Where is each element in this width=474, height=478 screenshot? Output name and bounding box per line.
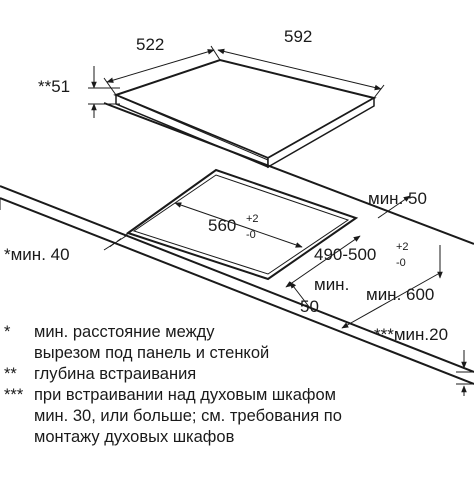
footnote-2: ** глубина встраивания [4,364,470,385]
footnotes: * мин. расстояние между вырезом под пане… [4,322,470,448]
footnote-3-mark: *** [4,386,24,404]
worktop [0,102,474,385]
cutout-depth-tol-bottom: -0 [396,257,406,269]
height-label: **51 [38,77,70,96]
width-label: 592 [284,27,312,46]
cutout-depth-tol-top: +2 [396,241,409,253]
cutout-dimensions [103,195,474,396]
depth-label: 522 [136,35,164,54]
footnote-1-line-2: вырезом под панель и стенкой [34,344,270,362]
footnote-2-mark: ** [4,365,17,383]
cutout-width-tol-top: +2 [246,213,259,225]
footnote-3-line-2: мин. 30, или больше; см. требования по [34,407,342,425]
cutout-width-tol-bottom: -0 [246,229,256,241]
min-rear-label: мин. 50 [368,189,427,208]
cutout [107,168,359,281]
footnote-3-line-1: при встраивании над духовым шкафом [34,386,337,404]
cutout-depth-label: 490-500 [314,245,376,264]
footnote-1-line-1: мин. расстояние между [34,323,215,341]
footnote-1: * мин. расстояние между [4,322,470,343]
footnote-3: *** при встраивании над духовым шкафом [4,385,470,406]
cutout-width-label: 560 [208,216,236,235]
footnote-3-line-3: монтажу духовых шкафов [34,428,235,446]
footnote-2-line-1: глубина встраивания [34,365,197,383]
min-thickness-label: ***мин.20 [374,325,448,344]
min-front-value: 50 [300,297,319,316]
cooktop-panel [113,58,377,169]
min-worktop-depth-label: мин. 600 [366,285,434,304]
min-front-label: мин. [314,275,349,294]
cooktop-dimensions [88,45,385,118]
min-side-label: *мин. 40 [4,245,70,264]
footnote-1-mark: * [4,323,11,341]
